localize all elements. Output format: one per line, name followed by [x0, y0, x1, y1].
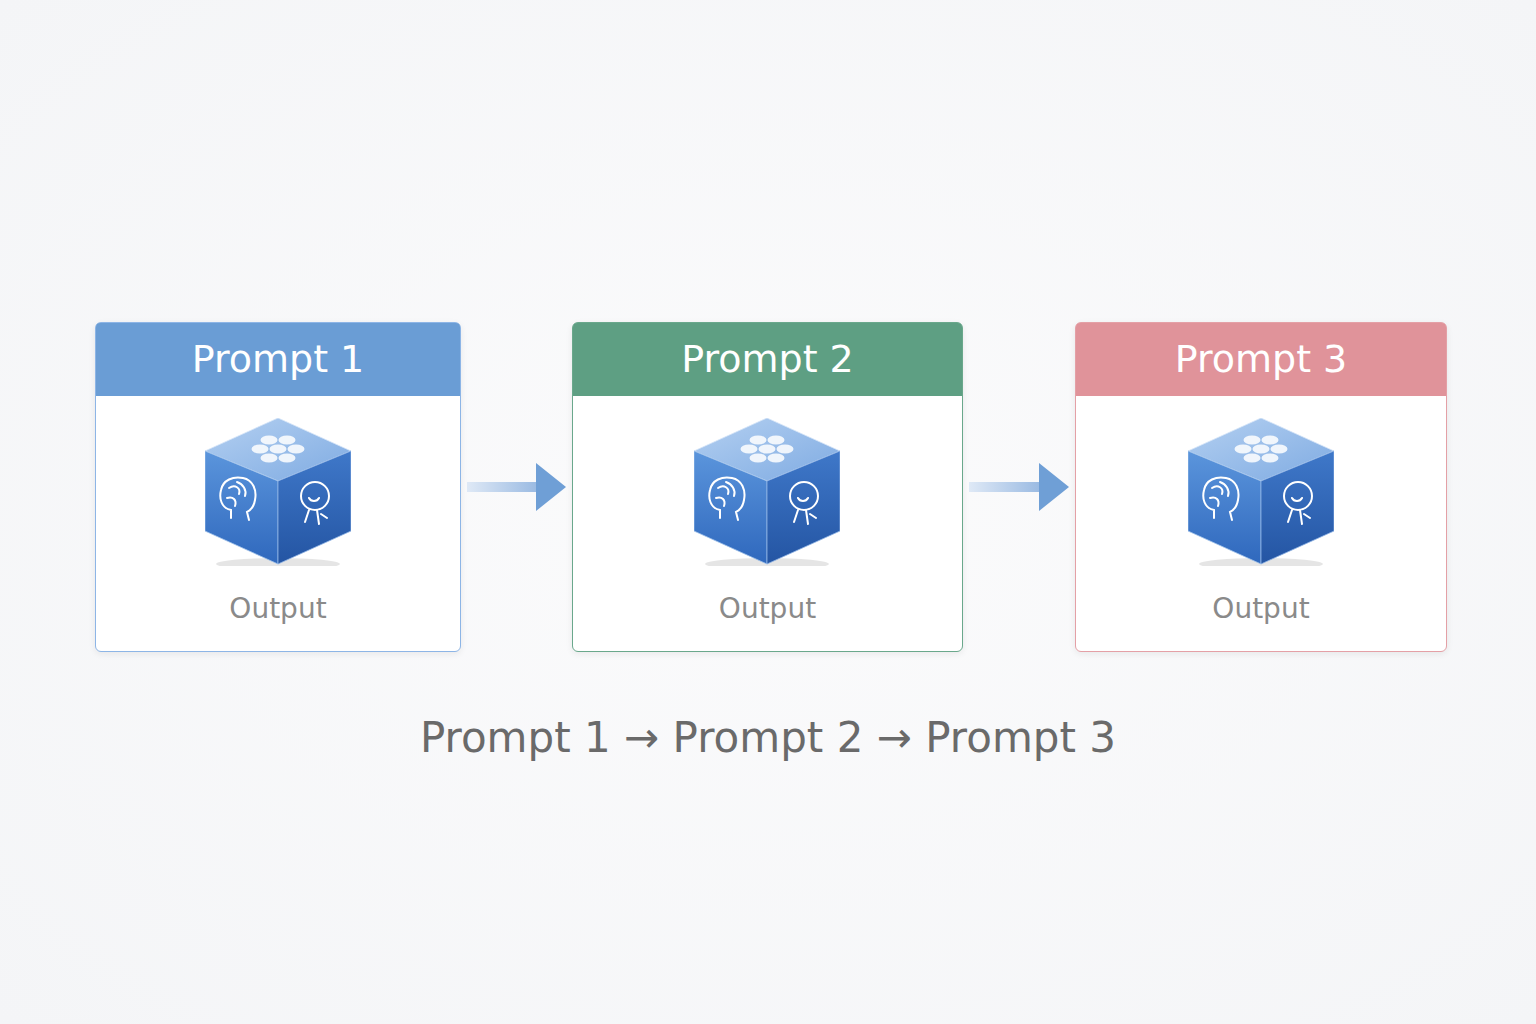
output-label: Output: [1076, 589, 1446, 629]
cube-icon: [1188, 418, 1334, 566]
cube-icon-use: [205, 418, 351, 570]
prompt-box: Prompt 3 Output: [1075, 322, 1447, 652]
prompt-title: Prompt 2: [573, 323, 962, 396]
cube-icon-use: [1188, 418, 1334, 570]
prompt-box: Prompt 1 Output: [95, 322, 461, 652]
output-label: Output: [573, 589, 962, 629]
caption-text: Prompt 1 → Prompt 2 → Prompt 3: [0, 710, 1536, 766]
cube-icon-use: [694, 418, 840, 570]
prompt-title: Prompt 1: [96, 323, 460, 396]
cube-icon: [205, 418, 351, 566]
prompt-box: Prompt 2 Output: [572, 322, 963, 652]
cube-icon: [694, 418, 840, 566]
prompt-title: Prompt 3: [1076, 323, 1446, 396]
output-label: Output: [96, 589, 460, 629]
flow-arrow: [969, 482, 1041, 492]
flow-arrow: [467, 482, 538, 492]
